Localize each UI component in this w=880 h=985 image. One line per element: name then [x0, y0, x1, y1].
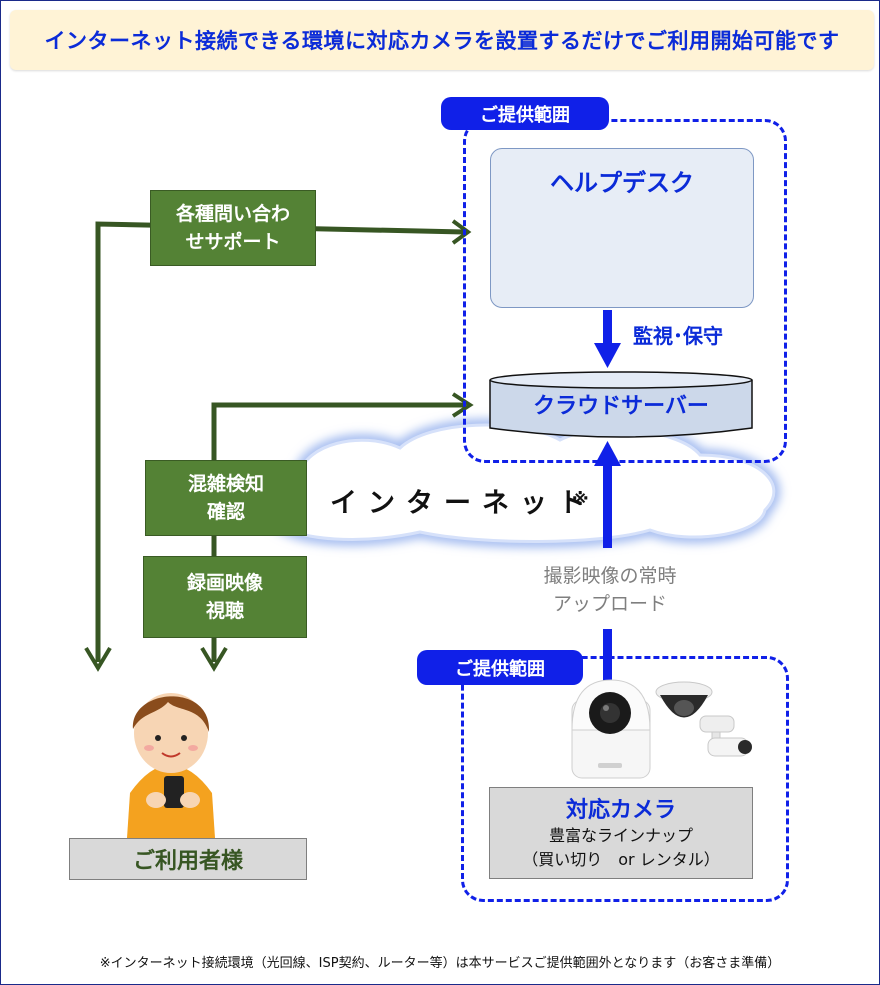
cloud-server-label: クラウドサーバー [533, 394, 709, 419]
congestion-check-box: 混雑検知 確認 [145, 460, 307, 536]
internet-cloud [259, 419, 780, 548]
congestion-check-line-1: 混雑検知 [187, 473, 264, 495]
cloud-server-cylinder [489, 371, 753, 438]
headline-banner: インターネット接続できる環境に対応カメラを設置するだけでご利用開始可能です [10, 10, 874, 70]
camera-illustration [571, 679, 752, 779]
provided-scope-label-top: ご提供範囲 [441, 97, 609, 130]
supported-camera-title: 対応カメラ [565, 798, 676, 823]
inquiry-support-box: 各種問い合わ せサポート [150, 190, 316, 266]
footnote: ※インターネット接続環境（光回線、ISP契約、ルーター等）は本サービスご提供範囲… [99, 956, 781, 971]
provided-scope-bottom [461, 656, 789, 902]
upload-arrow [594, 441, 621, 681]
provided-scope-top [463, 119, 787, 463]
inquiry-support-line-2: せサポート [185, 231, 281, 253]
upload-line-2: アップロード [552, 593, 667, 615]
congestion-check-line-2: 確認 [206, 501, 245, 523]
recording-view-line-2: 視聴 [205, 600, 244, 622]
helpdesk-card: ヘルプデスク [490, 148, 754, 308]
camera-lineup-text: 豊富なラインナップ [548, 826, 693, 845]
upload-label: 撮影映像の常時 アップロード [500, 562, 720, 618]
camera-purchase-options: （買い切り or レンタル） [522, 850, 720, 869]
upload-line-1: 撮影映像の常時 [543, 565, 677, 587]
maintenance-arrow [594, 310, 621, 368]
internet-note-mark: ※ [572, 490, 589, 510]
provided-scope-label-bottom: ご提供範囲 [417, 650, 583, 685]
user-label-box: ご利用者様 [69, 838, 307, 880]
user-illustration [127, 693, 215, 838]
inquiry-support-line-1: 各種問い合わ [175, 203, 290, 225]
helpdesk-title: ヘルプデスク [550, 169, 694, 197]
recording-view-line-1: 録画映像 [186, 572, 263, 594]
internet-label: インターネット [330, 488, 596, 519]
monitoring-maintenance-label: 監視･保守 [633, 324, 723, 348]
recording-view-box: 録画映像 視聴 [143, 556, 307, 638]
supported-camera-box: 対応カメラ 豊富なラインナップ （買い切り or レンタル） [489, 787, 753, 879]
